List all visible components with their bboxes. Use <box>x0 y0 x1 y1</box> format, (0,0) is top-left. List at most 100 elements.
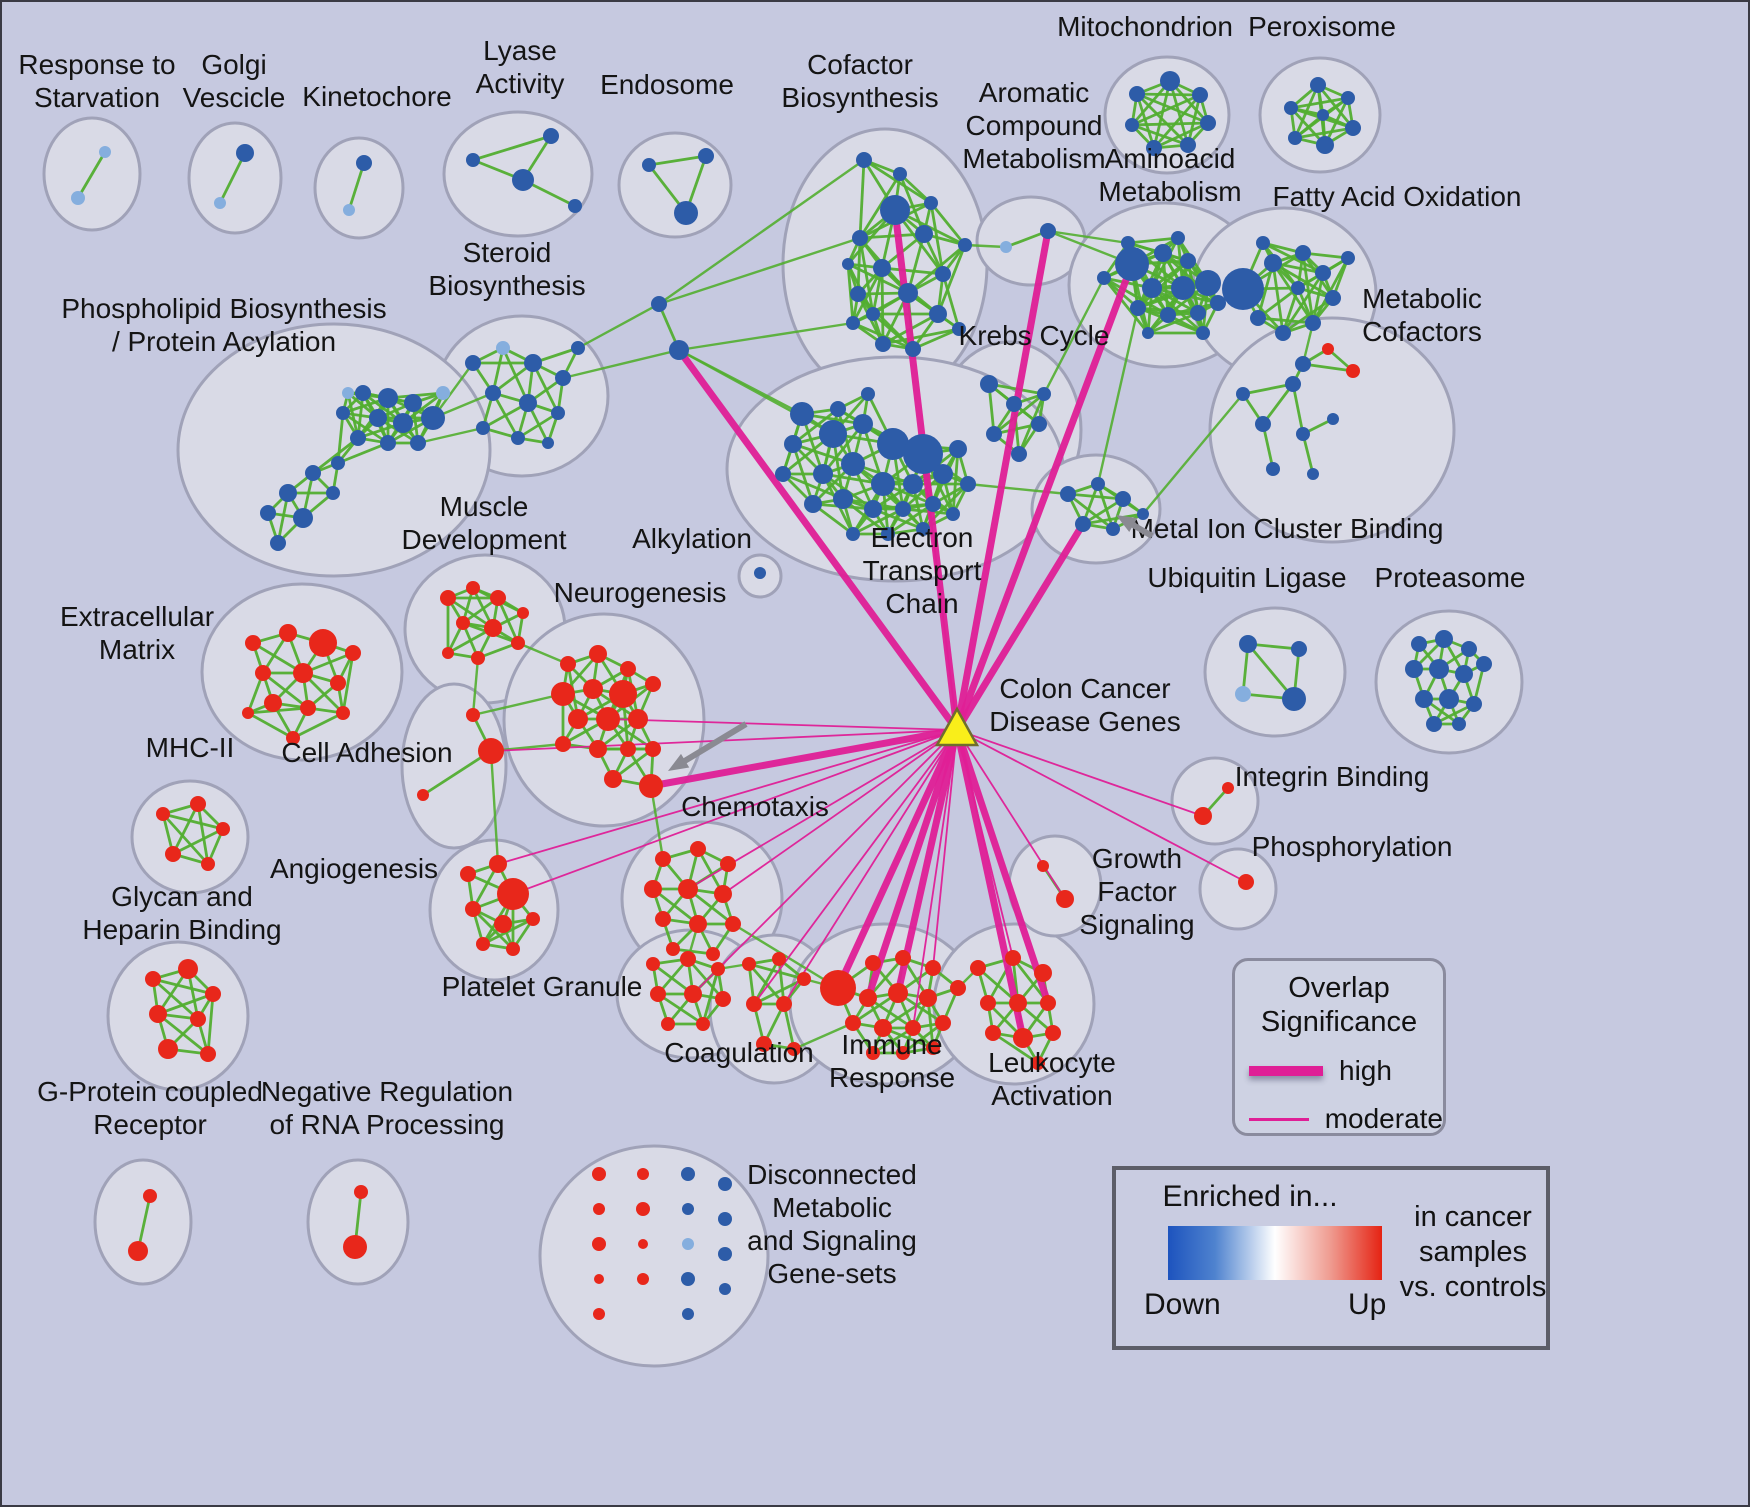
gene-set-node-connector-nodes <box>651 296 667 312</box>
gene-set-node-krebs-cycle <box>986 426 1002 442</box>
edge-coagulation <box>752 958 781 1005</box>
overlap-legend-title: Overlap Significance <box>1235 971 1443 1039</box>
gene-set-node-cofactor-biosynthesis <box>852 230 868 246</box>
gene-set-node-aminoacid-metabolism <box>1097 271 1111 285</box>
gene-set-node-mhc-ii <box>156 807 170 821</box>
gene-set-node-chemotaxis <box>720 856 736 872</box>
gene-set-node-phospholipid-biosynthesis <box>421 406 445 430</box>
gene-set-node-lyase-activity <box>512 169 534 191</box>
gene-set-node-disconnected-gene-sets <box>681 1272 695 1286</box>
gene-set-node-extracellular-matrix <box>336 706 350 720</box>
enrichment-up-label: Up <box>1348 1288 1387 1321</box>
gene-set-node-platelet-granule <box>715 991 731 1007</box>
cluster-label-phosphorylation: Phosphorylation <box>1252 831 1453 862</box>
edge-muscle-development <box>477 641 519 660</box>
gene-set-node-proteasome <box>1452 717 1466 731</box>
gene-set-node-electron-transport-chain <box>864 500 882 518</box>
cluster-ellipse-disconnected-gene-sets <box>538 1144 770 1368</box>
cluster-ellipse-ubiquitin-ligase <box>1203 606 1347 738</box>
moderate-significance-label: moderate <box>1324 1103 1443 1134</box>
enrichment-context-line2: samples <box>1419 1236 1527 1268</box>
gene-set-node-neurogenesis <box>568 709 588 729</box>
overlap-edge-high <box>676 347 960 733</box>
gene-set-node-steroid-biosynthesis <box>476 421 490 435</box>
edge-steroid-biosynthesis <box>517 411 559 440</box>
gene-set-node-peroxisome <box>1316 136 1334 154</box>
gene-set-node-proteasome <box>1461 641 1477 657</box>
overlap-edge-moderate <box>912 729 958 1029</box>
gene-set-node-phospholipid-biosynthesis <box>393 413 413 433</box>
inter-cluster-edge <box>1096 307 1140 485</box>
edge-aminoacid-metabolism <box>1127 236 1179 245</box>
gene-set-node-metabolic-cofactors <box>1307 468 1319 480</box>
high-significance-line-sample <box>1249 1066 1323 1076</box>
cluster-label-alkylation: Alkylation <box>632 523 752 554</box>
gene-set-node-peroxisome <box>1310 77 1326 93</box>
edge-extracellular-matrix <box>341 652 355 714</box>
cluster-label-neurogenesis: Neurogenesis <box>554 577 727 608</box>
gene-set-node-chemotaxis <box>690 841 706 857</box>
overlap-edge-moderate <box>722 729 958 895</box>
gene-set-node-neurogenesis <box>645 676 661 692</box>
edge-mitochondrion <box>1131 121 1209 127</box>
enrichment-gradient-bar <box>1168 1226 1382 1280</box>
gene-set-node-metal-ion-cluster-binding <box>1106 522 1120 536</box>
gene-set-node-aromatic-compound-metabolism <box>1000 241 1012 253</box>
gene-set-node-steroid-biosynthesis <box>551 406 565 420</box>
edge-cofactor-biosynthesis <box>858 159 866 239</box>
gene-set-node-cofactor-biosynthesis <box>873 259 891 277</box>
gene-set-node-immune-response <box>865 955 881 971</box>
enrichment-context-line1: in cancer <box>1414 1201 1532 1233</box>
gene-set-node-krebs-cycle <box>1006 396 1022 412</box>
gene-set-node-leukocyte-activation <box>1034 964 1052 982</box>
cluster-ellipse-metabolic-cofactors <box>1208 316 1456 544</box>
gene-set-node-metabolic-cofactors <box>1255 416 1271 432</box>
inter-cluster-edge <box>517 641 569 666</box>
gene-set-node-disconnected-gene-sets <box>637 1168 649 1180</box>
gene-set-node-phospholipid-biosynthesis <box>305 465 321 481</box>
gene-set-node-aromatic-compound-metabolism <box>1040 223 1056 239</box>
gene-set-node-fatty-acid-oxidation <box>1291 281 1305 295</box>
gene-set-node-integrin-binding <box>1222 782 1234 794</box>
cluster-label-mitochondrion: Mitochondrion <box>1057 11 1233 42</box>
gene-set-node-coagulation <box>756 1036 772 1052</box>
gene-set-node-phospholipid-biosynthesis <box>369 409 387 427</box>
gene-set-node-platelet-granule <box>650 986 666 1002</box>
gene-set-node-chemotaxis <box>644 880 662 898</box>
gene-set-node-disconnected-gene-sets <box>718 1247 732 1261</box>
edge-mitochondrion <box>1152 80 1172 149</box>
gene-set-node-leukocyte-activation <box>1013 1028 1033 1048</box>
gene-set-node-proteasome <box>1426 716 1442 732</box>
gene-set-node-extracellular-matrix <box>330 675 346 691</box>
gene-set-node-metabolic-cofactors <box>1296 427 1310 441</box>
gene-set-node-chemotaxis <box>655 851 671 867</box>
cluster-label-peroxisome: Peroxisome <box>1248 11 1396 42</box>
gene-set-node-neurogenesis <box>620 661 636 677</box>
gene-set-node-extracellular-matrix <box>255 665 271 681</box>
gene-set-node-proteasome <box>1415 690 1433 708</box>
gene-set-node-leukocyte-activation <box>985 1025 1001 1041</box>
edge-glycan-heparin-binding <box>152 977 199 1021</box>
edge-extracellular-matrix <box>247 711 294 740</box>
cluster-label-fatty-acid-oxidation: Fatty Acid Oxidation <box>1272 181 1521 212</box>
gene-set-node-chemotaxis <box>714 885 732 903</box>
gene-set-node-steroid-biosynthesis <box>524 354 542 372</box>
gene-set-node-mitochondrion <box>1200 115 1216 131</box>
edge-chemotaxis <box>652 887 699 926</box>
edge-electron-transport-chain <box>887 502 934 536</box>
gene-set-node-cofactor-biosynthesis <box>952 322 966 336</box>
gene-set-node-metabolic-cofactors <box>1327 413 1339 425</box>
gene-set-node-mitochondrion <box>1180 137 1196 153</box>
gene-set-node-ubiquitin-ligase <box>1235 686 1251 702</box>
inter-cluster-edge <box>471 657 480 716</box>
edge-mitochondrion <box>1186 94 1202 146</box>
cluster-ellipse-golgi-vescicle <box>187 121 283 235</box>
gene-set-node-metal-ion-cluster-binding <box>1137 508 1149 520</box>
edge-peroxisome <box>1293 84 1320 139</box>
gene-set-node-disconnected-gene-sets <box>592 1237 606 1251</box>
gene-set-node-disconnected-gene-sets <box>718 1177 732 1191</box>
